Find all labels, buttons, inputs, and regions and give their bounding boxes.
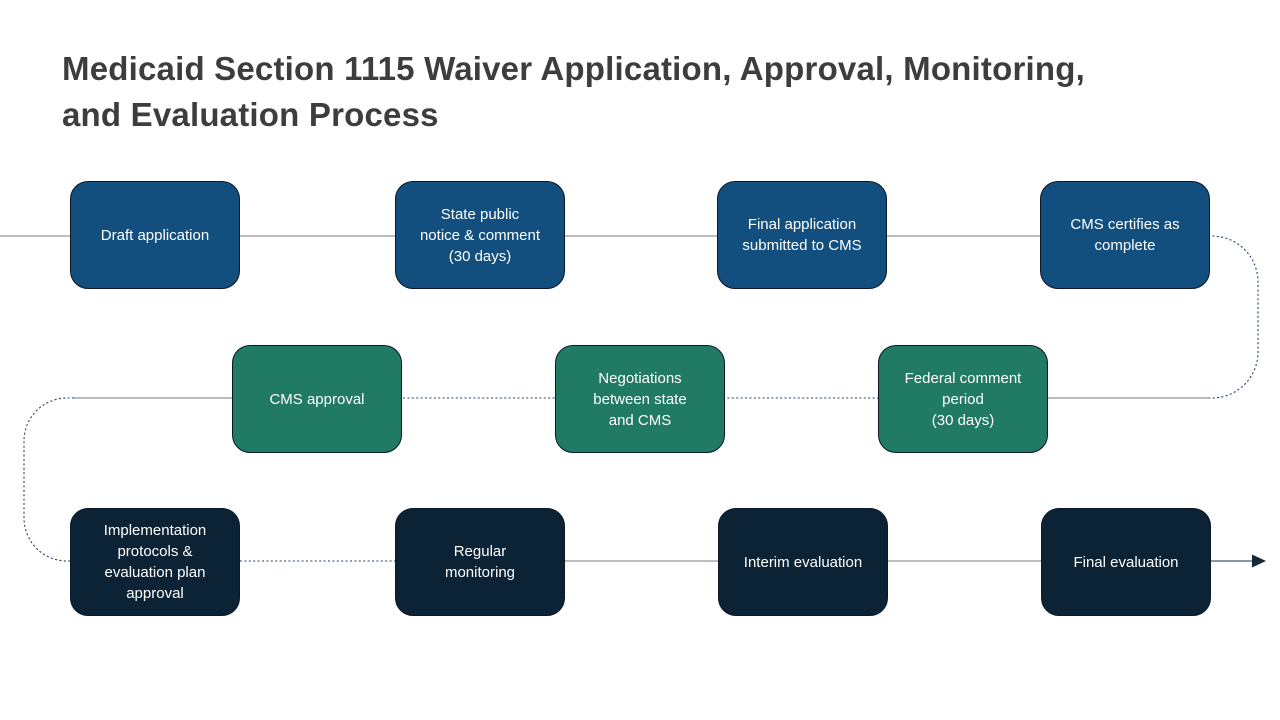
flow-step-label: Regular monitoring [444,543,516,581]
flow-step-label: Federal comment period (30 days) [904,369,1022,429]
flow-step-cms-approval: CMS approval [232,345,402,453]
flow-step-label: Final application submitted to CMS [742,216,862,254]
flow-step-implementation-protocols: Implementation protocols & evaluation pl… [70,508,240,616]
flow-step-label: CMS certifies as complete [1070,216,1180,254]
flow-step-final-evaluation: Final evaluation [1041,508,1211,616]
connector-curve-left [23,397,74,562]
flow-end-arrow-icon [1252,554,1266,568]
flow-step-interim-evaluation: Interim evaluation [718,508,888,616]
flow-step-label: Draft application [100,226,210,244]
flow-step-label: Implementation protocols & evaluation pl… [103,522,207,602]
flow-step-label: Interim evaluation [743,553,863,571]
flow-step-label: Final evaluation [1073,553,1179,571]
flow-step-federal-comment-period: Federal comment period (30 days) [878,345,1048,453]
flow-step-cms-certifies-complete: CMS certifies as complete [1040,181,1210,289]
flow-step-final-application-submitted: Final application submitted to CMS [717,181,887,289]
flow-step-draft-application: Draft application [70,181,240,289]
flow-step-label: Negotiations between state and CMS [593,369,687,429]
flow-step-label: CMS approval [269,390,365,408]
flow-step-regular-monitoring: Regular monitoring [395,508,565,616]
flow-step-negotiations: Negotiations between state and CMS [555,345,725,453]
flow-step-state-public-notice: State public notice & comment (30 days) [395,181,565,289]
flow-step-label: State public notice & comment (30 days) [419,205,541,265]
connector-curve-right [1208,235,1259,399]
page-title: Medicaid Section 1115 Waiver Application… [62,50,1085,133]
